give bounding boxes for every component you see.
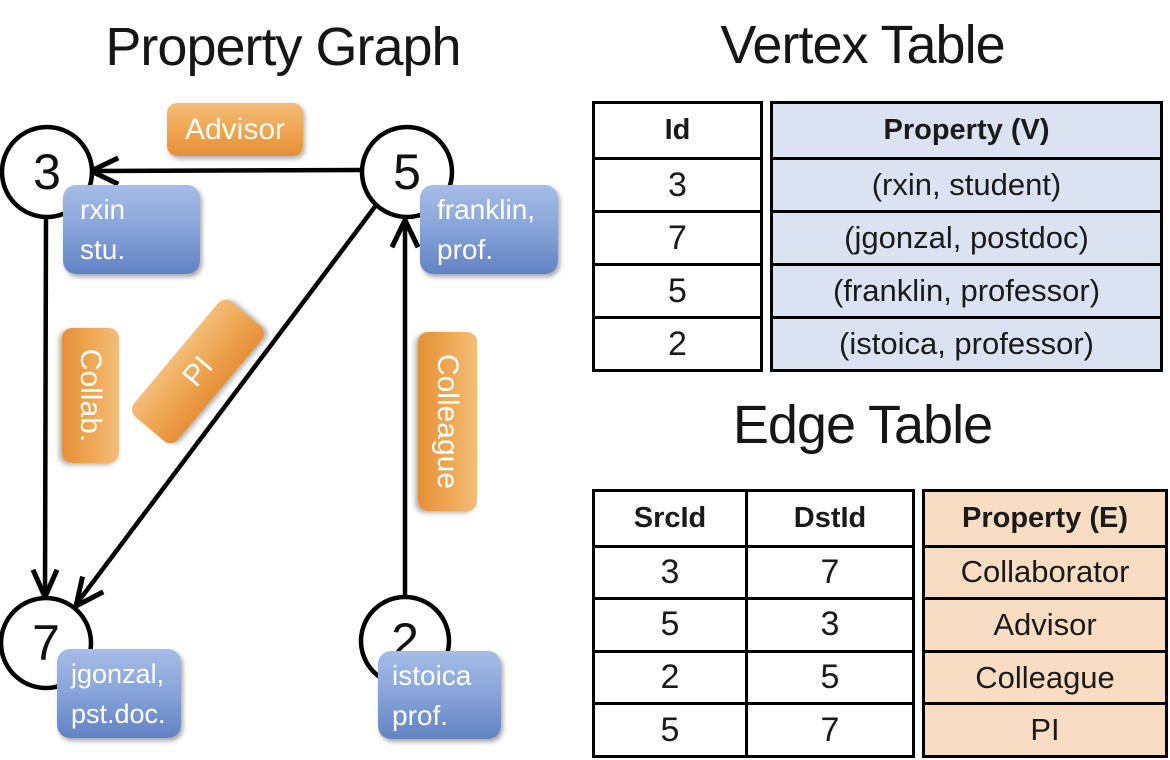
- vertex-property-line: franklin,: [437, 194, 536, 225]
- vertex-property-box-3: rxin stu.: [63, 185, 200, 274]
- edge-table-property-column: Property (E) Collaborator Advisor Collea…: [922, 489, 1168, 758]
- vertex-property-line: stu.: [80, 234, 126, 265]
- arrowhead-into-node-5: [389, 214, 421, 249]
- edge-table-cell: PI: [925, 702, 1165, 755]
- edge-table-cell: 5: [595, 597, 745, 650]
- vertex-property-line: istoica: [392, 660, 472, 691]
- vertex-table-cell: (istoica, professor): [773, 316, 1160, 369]
- edge-table-cell: Collaborator: [925, 544, 1165, 598]
- edge-label-collab: Collab.: [62, 328, 119, 463]
- edge-advisor-line: [95, 167, 363, 174]
- node-7-id: 7: [32, 615, 60, 671]
- vertex-property-line: jgonzal,: [71, 659, 165, 689]
- vertex-property-line: rxin: [80, 194, 126, 225]
- edge-table-header-srcid: SrcId: [633, 501, 707, 534]
- edge-table-title: Edge Table: [732, 395, 993, 455]
- vertex-property-box-2: istoica prof.: [378, 651, 501, 739]
- node-3-id: 3: [33, 144, 61, 200]
- edge-table-header-dstid: DstId: [745, 492, 912, 545]
- vertex-table-id-column: Id 3 7 5 2: [592, 101, 763, 372]
- vertex-table-cell: (jgonzal, postdoc): [773, 210, 1160, 263]
- vertex-table-title: Vertex Table: [720, 15, 1005, 75]
- vertex-property-line: prof.: [437, 234, 494, 265]
- vertex-property-line: prof.: [392, 700, 449, 731]
- arrowhead-into-node-7-from-5: [72, 576, 105, 611]
- property-graph-title: Property Graph: [105, 17, 461, 77]
- vertex-table-header-id: Id: [664, 114, 691, 146]
- vertex-table-property-column: Property (V) (rxin, student) (jgonzal, p…: [770, 101, 1163, 372]
- edge-table-header-property: Property (E): [962, 501, 1128, 534]
- vertex-table-header-property: Property (V): [883, 114, 1050, 146]
- edge-collab-line: [42, 216, 49, 594]
- edge-table-cell: 5: [745, 649, 912, 703]
- edge-label-advisor: Advisor: [167, 103, 303, 156]
- vertex-table-cell: (franklin, professor): [773, 263, 1160, 316]
- vertex-property-line: pst.doc.: [71, 699, 166, 729]
- edge-label-colleague: Colleague: [418, 332, 477, 511]
- edge-table-cell: 3: [595, 544, 745, 598]
- vertex-property-box-7: jgonzal, pst.doc.: [57, 649, 181, 738]
- edge-pi-line: [76, 202, 379, 604]
- vertex-table-cell: 7: [595, 210, 760, 263]
- vertex-table-cell: 5: [595, 263, 760, 316]
- vertex-table-cell: (rxin, student): [773, 157, 1160, 210]
- vertex-table-cell: 2: [595, 316, 760, 369]
- vertex-property-box-5: franklin, prof.: [420, 185, 558, 274]
- vertex-table-cell: 3: [595, 157, 760, 210]
- edge-table-cell: Colleague: [925, 649, 1165, 703]
- edge-table-cell: 3: [745, 597, 912, 650]
- edge-table-cell: 5: [595, 702, 745, 755]
- edge-table-id-columns: SrcId DstId 3 7 5 3 2 5 5 7: [592, 489, 915, 758]
- edge-table-cell: Advisor: [925, 597, 1165, 650]
- edge-table-cell: 7: [745, 702, 912, 755]
- edge-table-cell: 7: [745, 544, 912, 598]
- node-5-id: 5: [393, 144, 421, 200]
- edge-table-cell: 2: [595, 649, 745, 703]
